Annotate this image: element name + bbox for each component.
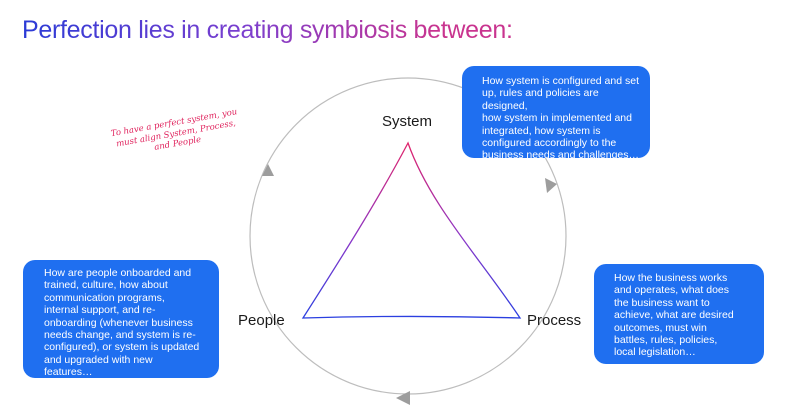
node-label-people: People	[238, 312, 285, 329]
arrow-left-icon	[262, 164, 274, 176]
arrow-right-icon	[545, 178, 557, 193]
page-title: Perfection lies in creating symbiosis be…	[22, 16, 513, 44]
alignment-triangle	[301, 141, 522, 319]
arrow-bottom-icon	[396, 391, 410, 405]
node-label-system: System	[382, 113, 433, 130]
process-description-box: How the business works and operates, wha…	[594, 264, 764, 364]
people-description-box: How are people onboarded and trained, cu…	[23, 260, 219, 378]
system-description-box: How system is configured and set up, rul…	[462, 66, 650, 161]
node-label-process: Process	[527, 312, 582, 329]
